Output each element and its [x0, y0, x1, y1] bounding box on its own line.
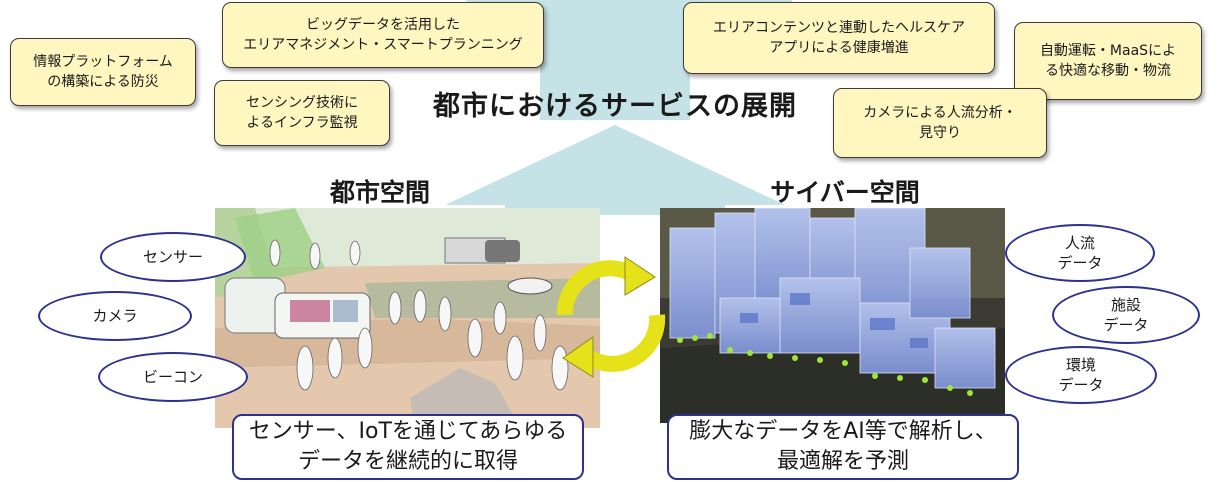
city-street-image	[215, 208, 600, 428]
physical-caption: センサー、IoTを通じてあらゆる データを継続的に取得	[232, 414, 584, 480]
service-box-disaster-prevention: 情報プラットフォーム の構築による防災	[10, 38, 196, 106]
input-sensor-ellipse: センサー	[100, 232, 246, 282]
service-box-healthcare: エリアコンテンツと連動したヘルスケア アプリによる健康増進	[683, 2, 995, 74]
cycle-arrowhead-top	[624, 256, 656, 296]
cyber-caption: 膨大なデータをAI等で解析し、 最適解を予測	[667, 414, 1019, 480]
input-camera-ellipse: カメラ	[38, 291, 192, 341]
cyber-city-image	[660, 208, 1005, 423]
input-beacon-ellipse: ビーコン	[98, 352, 248, 402]
data-people-flow-ellipse: 人流 データ	[1005, 224, 1155, 282]
cycle-arrow-bottom	[586, 314, 666, 372]
top-arrow-shape	[540, 10, 690, 120]
service-box-people-flow: カメラによる人流分析・ 見守り	[833, 88, 1047, 158]
physical-space-title: 都市空間	[329, 178, 430, 207]
service-box-autonomous-driving: 自動運転・MaaSによ る快適な移動・物流	[1014, 22, 1202, 100]
service-box-infrastructure-monitoring: センシング技術に よるインフラ監視	[214, 80, 390, 146]
city-street-illustration	[215, 208, 600, 428]
cycle-arrows	[556, 256, 666, 378]
cyber-space-title: サイバー空間	[770, 178, 920, 207]
cyber-city-illustration	[660, 208, 1005, 423]
center-title: 都市におけるサービスの展開	[433, 91, 797, 122]
data-environment-ellipse: 環境 データ	[1005, 346, 1157, 404]
up-arrow-shape	[445, 125, 785, 215]
data-facility-ellipse: 施設 データ	[1052, 286, 1200, 344]
service-box-area-management: ビッグデータを活用した エリアマネジメント・スマートプランニング	[222, 2, 544, 68]
cycle-arrowhead-bottom	[562, 336, 594, 378]
cycle-arrow-top	[556, 260, 634, 316]
